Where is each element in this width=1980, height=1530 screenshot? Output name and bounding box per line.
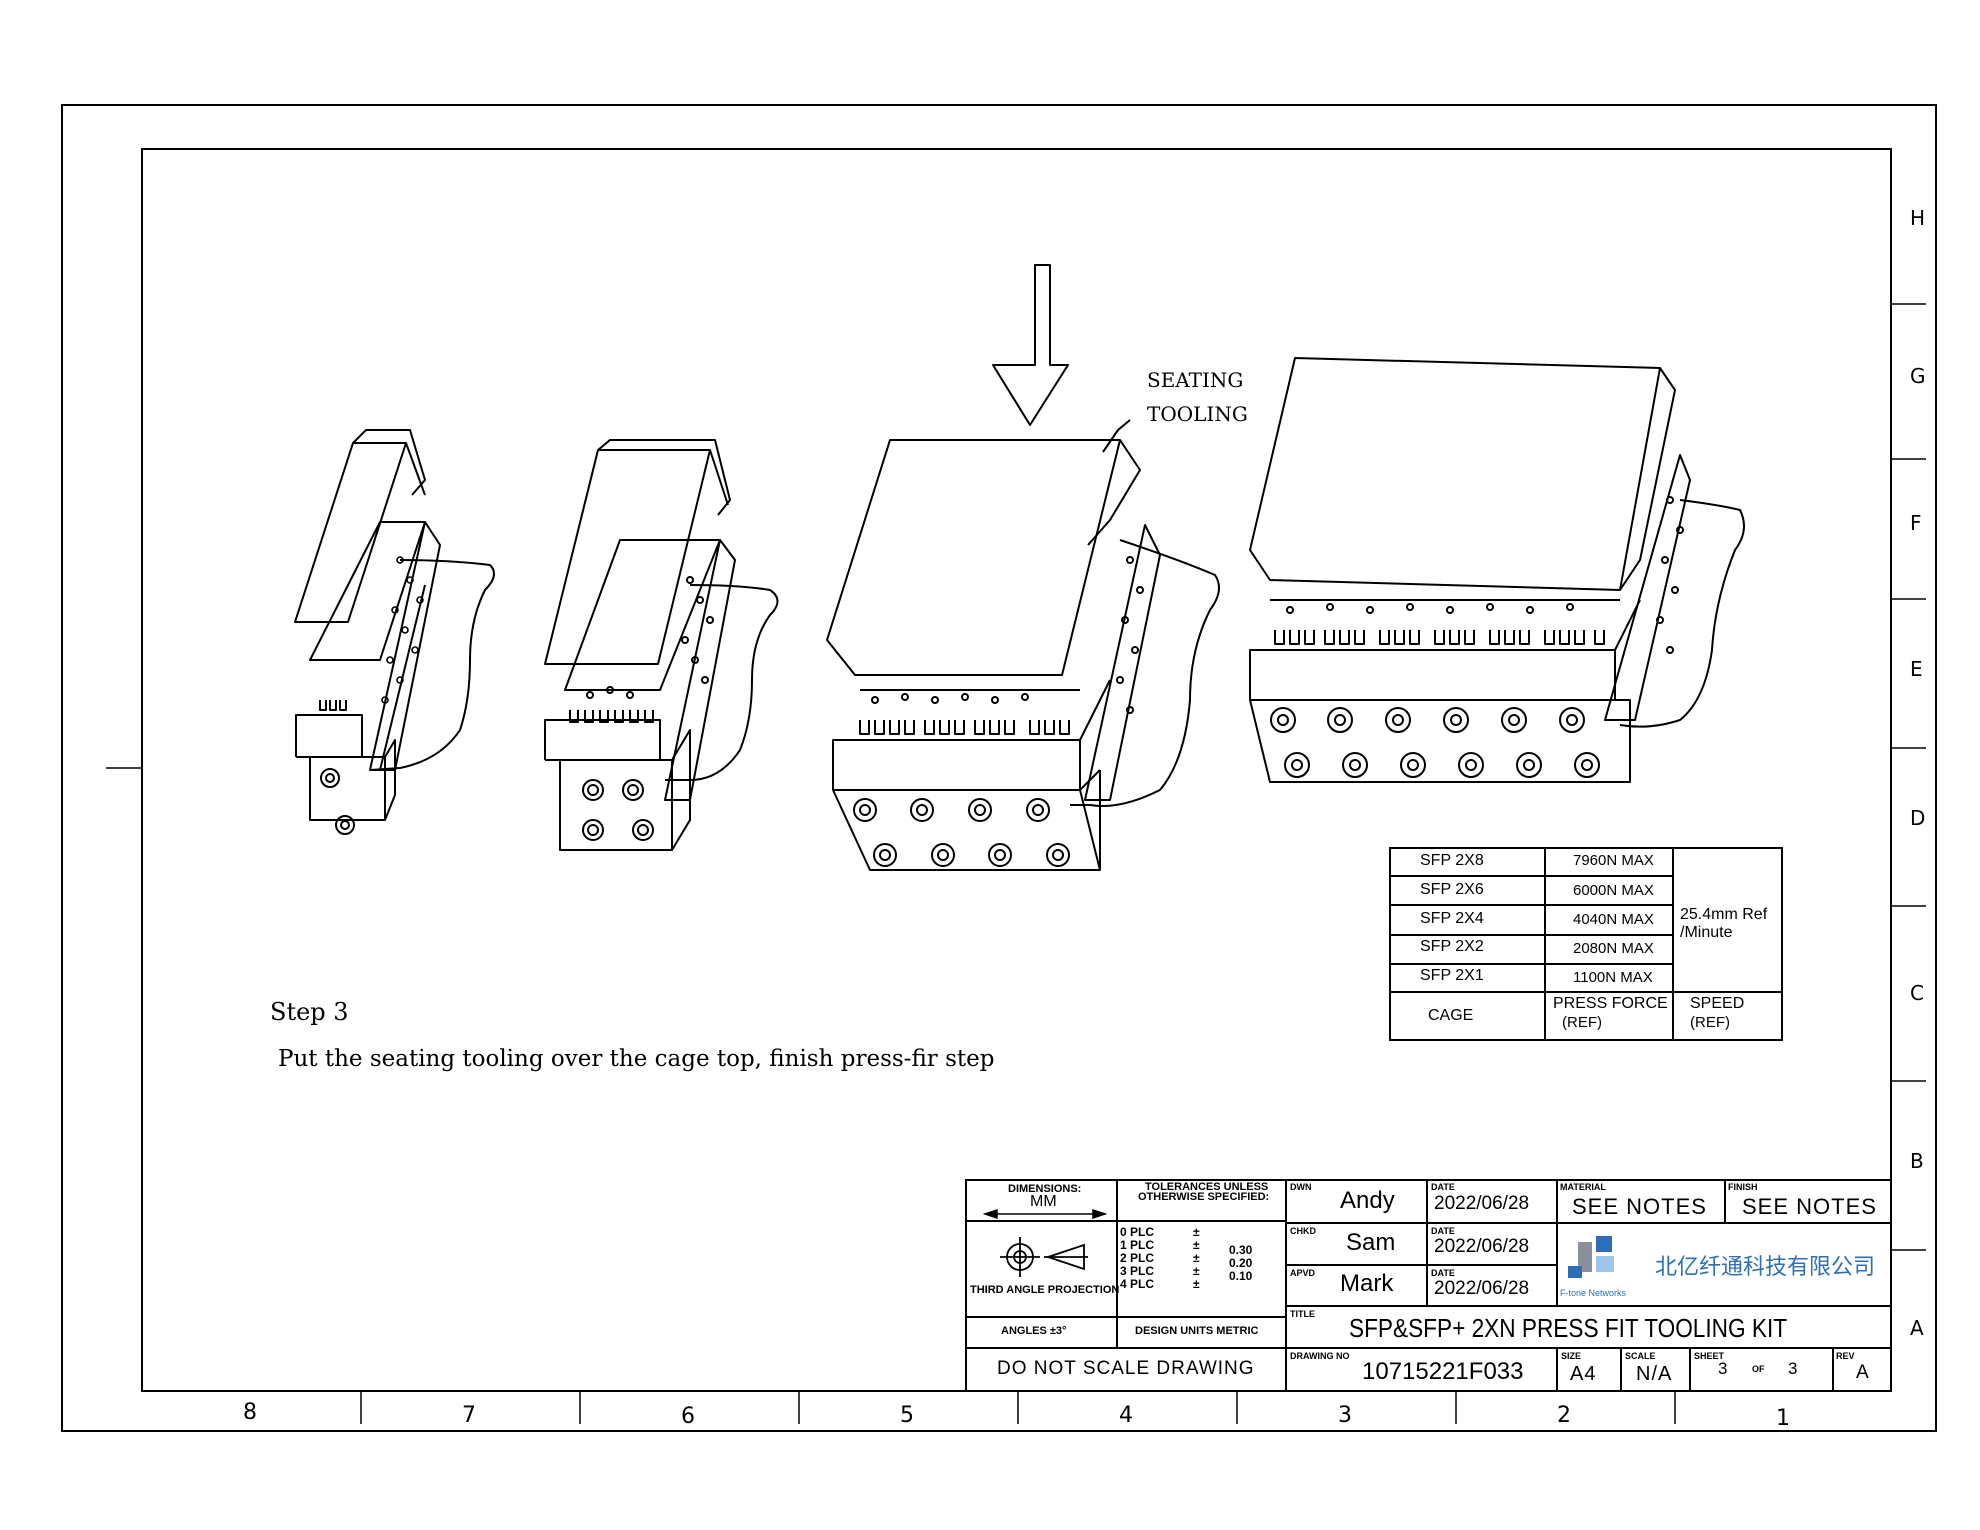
projection-label: THIRD ANGLE PROJECTION — [970, 1284, 1120, 1296]
plc-sign: ± — [1193, 1264, 1200, 1278]
force-table-force: 1100N MAX — [1573, 969, 1653, 986]
plc-label: 4 PLC — [1120, 1277, 1155, 1291]
company-logo-icon — [1568, 1236, 1614, 1278]
cage-2x6-assembly — [1249, 357, 1745, 783]
callout-seating-tooling-line1: SEATING — [1147, 368, 1244, 392]
force-table-force: 4040N MAX — [1573, 911, 1654, 928]
zone-row-label: B — [1910, 1149, 1924, 1173]
drawing-title: SFP&SFP+ 2XN PRESS FIT TOOLING KIT — [1349, 1313, 1788, 1343]
force-table-cage: SFP 2X4 — [1420, 910, 1484, 927]
force-table-cage: SFP 2X2 — [1420, 938, 1484, 955]
cage-2x4-assembly — [826, 264, 1220, 871]
zone-column-label: 8 — [243, 1400, 257, 1425]
force-table-force: 7960N MAX — [1573, 852, 1654, 869]
cage-2x2-assembly — [544, 439, 779, 851]
sheet-of: OF — [1752, 1364, 1765, 1374]
plc-sign: ± — [1193, 1238, 1200, 1252]
zone-column-label: 1 — [1776, 1406, 1790, 1431]
force-table-header-speed-ref: (REF) — [1690, 1014, 1730, 1031]
callout-seating-tooling-line2: TOOLING — [1147, 402, 1248, 426]
plc-value: 0.20 — [1229, 1256, 1253, 1270]
force-table-cage: SFP 2X8 — [1420, 852, 1484, 869]
zone-row-label: C — [1910, 981, 1924, 1005]
zone-row-label: G — [1910, 364, 1926, 388]
apvd-name: Mark — [1340, 1270, 1394, 1297]
force-table-header-cage: CAGE — [1428, 1007, 1474, 1024]
sheet-total: 3 — [1788, 1359, 1798, 1378]
plc-label: 1 PLC — [1120, 1238, 1155, 1252]
plc-value: 0.10 — [1229, 1269, 1253, 1283]
plc-label: 2 PLC — [1120, 1251, 1155, 1265]
force-table-force: 2080N MAX — [1573, 940, 1654, 957]
chkd-name: Sam — [1346, 1229, 1396, 1256]
material-value: SEE NOTES — [1572, 1194, 1707, 1219]
zone-column-label: 7 — [462, 1403, 476, 1428]
zone-row-label: E — [1910, 657, 1923, 681]
plc-value: 0.30 — [1229, 1243, 1253, 1257]
press-force-table — [1389, 847, 1783, 1041]
date-dwn: 2022/06/28 — [1434, 1193, 1530, 1214]
assembly-illustration — [294, 264, 1745, 871]
angles-label: ANGLES ±3° — [1001, 1325, 1067, 1337]
plc-label: 0 PLC — [1120, 1225, 1155, 1239]
date-label: DATE — [1431, 1268, 1455, 1278]
dwn-label: DWN — [1290, 1182, 1312, 1192]
date-apvd: 2022/06/28 — [1434, 1278, 1530, 1299]
dwn-name: Andy — [1340, 1187, 1395, 1214]
title-label: TITLE — [1290, 1309, 1315, 1319]
tolerances-label-2: OTHERWISE SPECIFIED: — [1138, 1191, 1270, 1203]
zone-column-label: 3 — [1338, 1403, 1352, 1428]
plc-sign: ± — [1193, 1225, 1200, 1239]
sheet-label: SHEET — [1694, 1351, 1725, 1361]
design-units-label: DESIGN UNITS METRIC — [1135, 1325, 1259, 1337]
date-label: DATE — [1431, 1182, 1455, 1192]
zone-column-label: 2 — [1557, 1403, 1571, 1428]
chkd-label: CHKD — [1290, 1226, 1316, 1236]
force-table-force: 6000N MAX — [1573, 882, 1654, 899]
zone-row-label: A — [1910, 1316, 1924, 1340]
do-not-scale-label: DO NOT SCALE DRAWING — [997, 1358, 1255, 1379]
date-chkd: 2022/06/28 — [1434, 1236, 1530, 1257]
size-label: SIZE — [1561, 1351, 1582, 1361]
zone-row-label: H — [1910, 206, 1926, 230]
drawing-number: 10715221F033 — [1362, 1358, 1524, 1385]
plc-sign: ± — [1193, 1251, 1200, 1265]
plc-sign: ± — [1193, 1277, 1200, 1291]
force-table-speed-unit: /Minute — [1680, 924, 1733, 941]
finish-label: FINISH — [1728, 1182, 1758, 1192]
zone-column-label: 5 — [900, 1403, 914, 1428]
finish-value: SEE NOTES — [1742, 1194, 1877, 1219]
zone-row-label: D — [1910, 806, 1926, 830]
drawing-no-label: DRAWING NO — [1290, 1351, 1350, 1361]
zone-column-label: 6 — [681, 1404, 695, 1429]
apvd-label: APVD — [1290, 1268, 1316, 1278]
date-label: DATE — [1431, 1226, 1455, 1236]
force-table-header-force-ref: (REF) — [1562, 1014, 1602, 1031]
scale-value: N/A — [1636, 1363, 1673, 1385]
force-table-cage: SFP 2X1 — [1420, 967, 1484, 984]
size-value: A4 — [1570, 1363, 1597, 1385]
company-name-en: F-tone Networks — [1560, 1288, 1627, 1298]
material-label: MATERIAL — [1560, 1182, 1606, 1192]
force-table-header-speed: SPEED — [1690, 995, 1745, 1012]
rev-value: A — [1856, 1362, 1869, 1383]
force-table-cage: SFP 2X6 — [1420, 881, 1484, 898]
force-table-header-force: PRESS FORCE — [1553, 995, 1668, 1012]
dimensions-value: MM — [1030, 1193, 1057, 1210]
company-name-cn: 北亿纤通科技有限公司 — [1655, 1255, 1876, 1280]
cage-2x1-assembly — [294, 429, 495, 835]
zone-row-label: F — [1910, 511, 1922, 535]
plc-label: 3 PLC — [1120, 1264, 1155, 1278]
sheet-number: 3 — [1718, 1359, 1728, 1378]
step-heading: Step 3 — [270, 998, 349, 1026]
scale-label: SCALE — [1625, 1351, 1656, 1361]
tolerances-label: TOLERANCES UNLESS — [1145, 1181, 1269, 1193]
rev-label: REV — [1836, 1351, 1855, 1361]
force-table-speed: 25.4mm Ref — [1680, 906, 1768, 923]
third-angle-projection-icon — [1000, 1237, 1088, 1277]
zone-column-label: 4 — [1119, 1403, 1133, 1428]
step-description: Put the seating tooling over the cage to… — [278, 1046, 995, 1072]
dimensions-label: DIMENSIONS: — [1008, 1183, 1082, 1195]
